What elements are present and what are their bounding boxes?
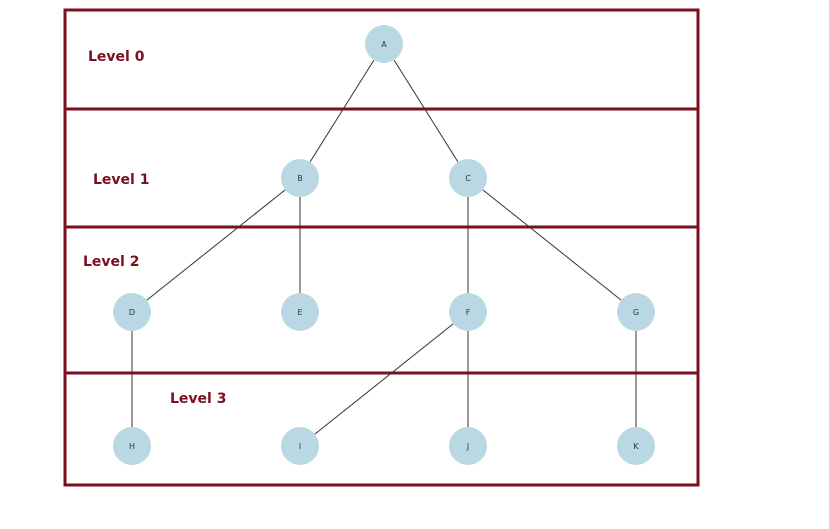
level-bands (63, 8, 700, 487)
level-label-1: Level 1 (93, 172, 149, 188)
tree-nodes: A B C D E F G H I J K (113, 25, 655, 465)
node-label-K: K (633, 442, 639, 451)
node-D: D (113, 293, 151, 331)
node-circle-E (281, 293, 319, 331)
node-label-H: H (129, 442, 135, 451)
node-label-J: J (466, 442, 469, 451)
node-label-G: G (633, 308, 639, 317)
level-label-2: Level 2 (83, 254, 139, 270)
node-C: C (449, 159, 487, 197)
levels-frame (63, 8, 700, 487)
node-H: H (113, 427, 151, 465)
node-label-C: C (465, 174, 471, 183)
node-I: I (281, 427, 319, 465)
node-circle-D (113, 293, 151, 331)
level-label-0: Level 0 (88, 49, 145, 65)
edge-F-I (314, 323, 454, 435)
node-G: G (617, 293, 655, 331)
level-labels: Level 0 Level 1 Level 2 Level 3 (83, 49, 226, 407)
node-circle-J (449, 427, 487, 465)
node-label-A: A (381, 40, 387, 49)
node-A: A (365, 25, 403, 63)
edge-C-G (482, 189, 622, 301)
node-circle-B (281, 159, 319, 197)
node-circle-I (281, 427, 319, 465)
node-circle-A (365, 25, 403, 63)
node-F: F (449, 293, 487, 331)
node-circle-G (617, 293, 655, 331)
node-J: J (449, 427, 487, 465)
node-E: E (281, 293, 319, 331)
tree-edges (131, 59, 637, 435)
node-circle-C (449, 159, 487, 197)
level-label-3: Level 3 (170, 391, 226, 407)
node-label-I: I (299, 442, 301, 451)
edge-A-B (309, 59, 375, 163)
node-circle-K (617, 427, 655, 465)
node-label-B: B (297, 174, 303, 183)
edge-B-D (146, 189, 286, 301)
node-label-E: E (297, 308, 302, 317)
node-label-F: F (466, 308, 471, 317)
node-K: K (617, 427, 655, 465)
node-B: B (281, 159, 319, 197)
node-label-D: D (129, 308, 135, 317)
edge-A-C (393, 59, 459, 163)
node-circle-H (113, 427, 151, 465)
node-circle-F (449, 293, 487, 331)
